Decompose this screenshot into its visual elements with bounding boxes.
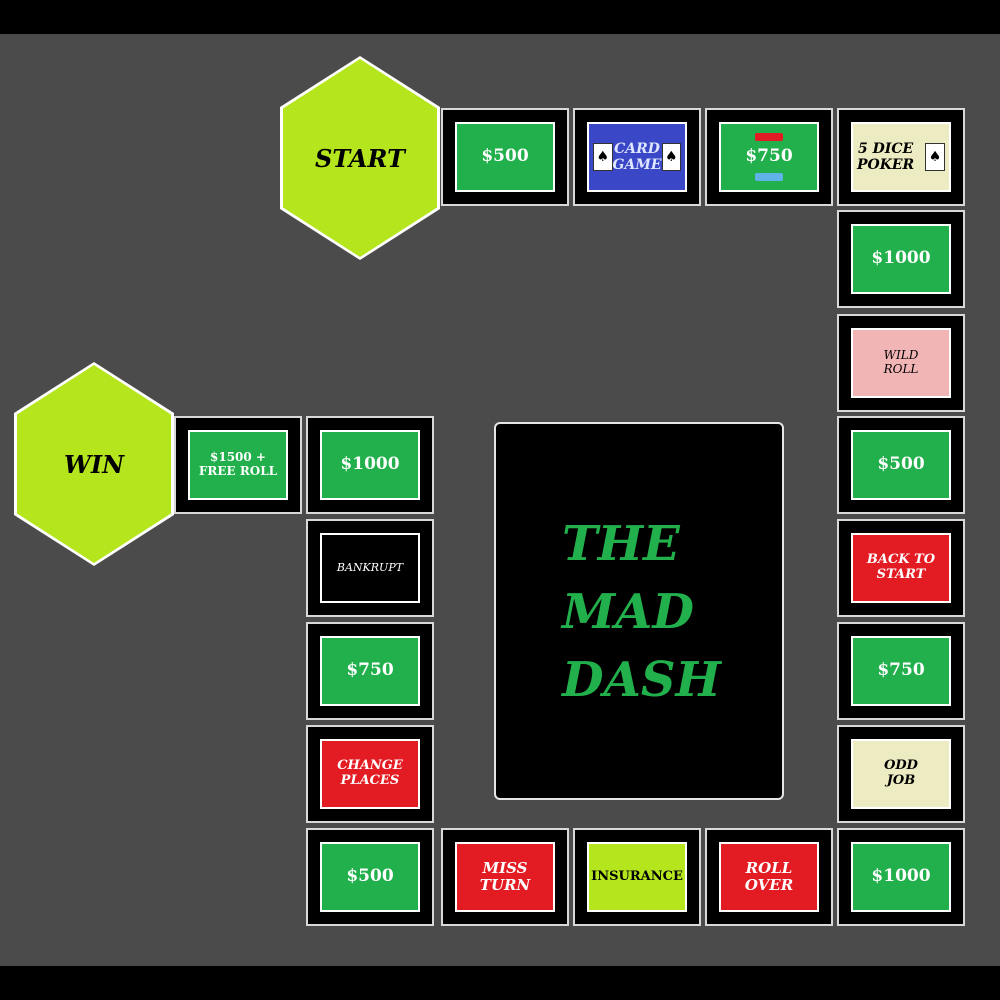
space-bankrupt[interactable]: BANKRUPT xyxy=(306,519,434,617)
space-label-line2: FREE ROLL xyxy=(198,464,278,478)
space-label-line1: WILD xyxy=(883,348,919,363)
space-500-bottom[interactable]: $500 xyxy=(306,828,434,926)
space-label-line2: JOB xyxy=(886,773,916,788)
space-label: $500 xyxy=(455,122,555,192)
space-label: $1000 xyxy=(851,224,951,294)
win-space[interactable]: WIN xyxy=(14,362,174,566)
space-1000-left[interactable]: $1000 xyxy=(306,416,434,514)
space-label: $750 xyxy=(745,146,793,167)
space-label-line2: ROLL xyxy=(883,362,919,376)
space-label: $1000 xyxy=(320,430,420,500)
space-label-line1: 5 DICE xyxy=(858,140,914,157)
space-card-game[interactable]: ♠ CARD GAME ♠ xyxy=(573,108,701,206)
red-chip-icon xyxy=(755,133,783,142)
space-label: $1000 xyxy=(851,842,951,912)
title-line-3: DASH xyxy=(562,652,721,708)
space-label: INSURANCE xyxy=(587,842,687,912)
space-label-line1: ROLL xyxy=(745,858,793,877)
space-roll-over[interactable]: ROLL OVER xyxy=(705,828,833,926)
start-label: START xyxy=(315,143,405,173)
space-back-to-start[interactable]: BACK TO START xyxy=(837,519,965,617)
space-label-line2: START xyxy=(876,567,926,582)
space-1500-free-roll[interactable]: $1500 + FREE ROLL xyxy=(174,416,302,514)
space-label: BANKRUPT xyxy=(320,533,420,603)
spade-card-icon: ♠ xyxy=(925,143,945,171)
spade-card-icon: ♠ xyxy=(661,143,681,171)
space-label-line2: PLACES xyxy=(340,773,400,788)
space-750-left[interactable]: $750 xyxy=(306,622,434,720)
space-label-line1: CHANGE xyxy=(337,758,403,774)
space-insurance[interactable]: INSURANCE xyxy=(573,828,701,926)
start-space[interactable]: START xyxy=(280,56,440,260)
space-label-line1: MISS xyxy=(482,858,528,877)
space-label-line1: ODD xyxy=(884,758,918,774)
space-miss-turn[interactable]: MISS TURN xyxy=(441,828,569,926)
spade-card-icon: ♠ xyxy=(593,143,613,171)
space-label-line2: OVER xyxy=(744,876,794,894)
space-label: $500 xyxy=(320,842,420,912)
space-wild-roll[interactable]: WILD ROLL xyxy=(837,314,965,412)
title-card: THE MAD DASH xyxy=(494,422,784,800)
win-label: WIN xyxy=(63,449,125,479)
space-label: $750 xyxy=(851,636,951,706)
space-change-places[interactable]: CHANGE PLACES xyxy=(306,725,434,823)
space-1000-right[interactable]: $1000 xyxy=(837,210,965,308)
space-label-line2: GAME xyxy=(612,157,662,173)
space-label-line1: CARD xyxy=(614,140,660,157)
space-1000-corner[interactable]: $1000 xyxy=(837,828,965,926)
title-line-2: MAD xyxy=(562,584,694,640)
space-label: $750 xyxy=(320,636,420,706)
space-label-line2: POKER xyxy=(857,157,915,173)
space-500-right[interactable]: $500 xyxy=(837,416,965,514)
space-label-line1: BACK TO xyxy=(866,552,936,568)
space-750-top[interactable]: $750 xyxy=(705,108,833,206)
title-line-1: THE xyxy=(562,516,680,572)
space-label-line2: TURN xyxy=(479,876,531,894)
blue-chip-icon xyxy=(755,172,783,181)
space-label-line1: $1500 + xyxy=(210,450,266,465)
space-5-dice-poker[interactable]: 5 DICE POKER ♠ xyxy=(837,108,965,206)
space-500-top[interactable]: $500 xyxy=(441,108,569,206)
space-label: $500 xyxy=(851,430,951,500)
space-750-right[interactable]: $750 xyxy=(837,622,965,720)
game-board: START WIN $500 ♠ CARD GAME ♠ $750 5 DICE xyxy=(0,34,1000,966)
space-odd-job[interactable]: ODD JOB xyxy=(837,725,965,823)
